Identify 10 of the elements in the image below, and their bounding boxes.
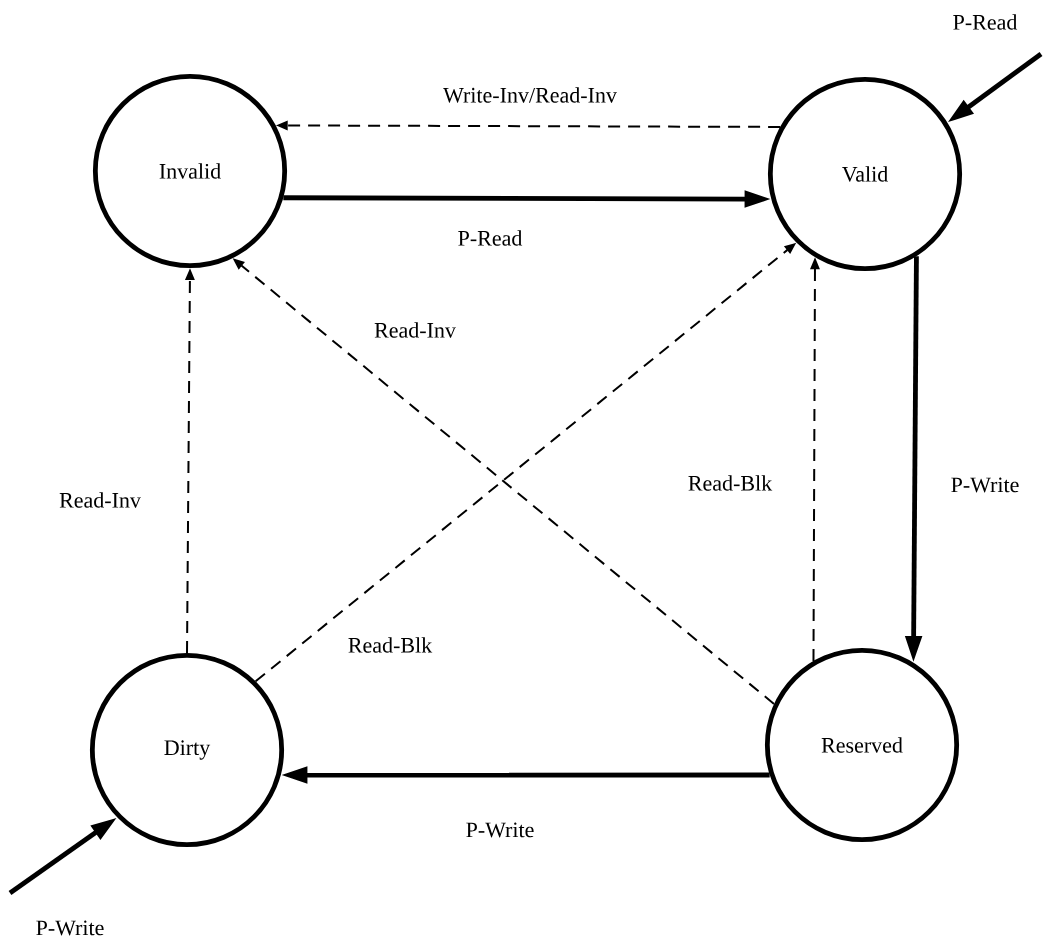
edge-label: P-Write <box>949 476 1021 494</box>
edge-label: P-Write <box>34 919 106 937</box>
edge-label: Read-Blk <box>346 635 434 655</box>
edge-label: P-Write <box>464 821 536 839</box>
edge-label: P-Read <box>951 12 1019 32</box>
edge-label: Read-Inv <box>57 490 143 510</box>
edge-label: Read-Blk <box>686 473 774 493</box>
edge-label: P-Read <box>456 228 524 248</box>
edge-label: Read-Inv <box>372 320 458 340</box>
edge-label: Write-Inv/Read-Inv <box>441 85 619 105</box>
